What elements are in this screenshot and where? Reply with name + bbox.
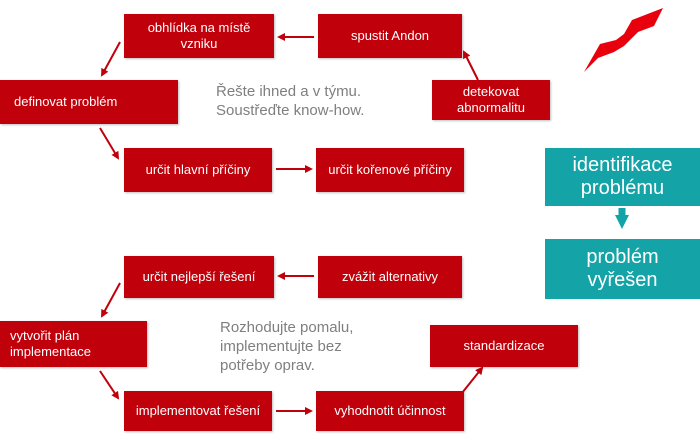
arrow-plan-to-implement <box>99 370 120 400</box>
problem-note: Řešte ihned a v týmu. Soustřeďte know-ho… <box>216 83 365 119</box>
trigger-andon-box: spustit Andon <box>318 14 462 58</box>
main-causes-box: určit hlavní příčiny <box>124 148 272 192</box>
consider-alternatives-box: zvážit alternativy <box>318 256 462 298</box>
problem-identification-box: identifikace problému <box>545 148 700 206</box>
implementation-plan-box: vytvořit plán implementace <box>0 321 147 367</box>
root-causes-box: určit kořenové příčiny <box>316 148 464 192</box>
arrow-best-to-plan <box>101 282 121 318</box>
problem-solved-box: problém vyřešen <box>545 239 700 299</box>
arrow-inspect-to-define <box>101 41 121 77</box>
lightning-bolt-icon <box>584 8 663 72</box>
evaluate-effectiveness-box: vyhodnotit účinnost <box>316 391 464 431</box>
implement-solution-box: implementovat řešení <box>124 391 272 431</box>
standardization-box: standardizace <box>430 325 578 367</box>
detect-abnormality-box: detekovat abnormalitu <box>432 80 550 120</box>
arrow-evaluate-to-standardize <box>461 366 484 394</box>
define-problem-box: definovat problém <box>0 80 178 124</box>
on-site-inspection-box: obhlídka na místě vzniku <box>124 14 274 58</box>
solution-note: Rozhodujte pomalu, implementujte bez pot… <box>220 319 354 374</box>
arrow-define-to-main-causes <box>99 127 120 160</box>
best-solution-box: určit nejlepší řešení <box>124 256 274 298</box>
arrow-detect-to-andon <box>463 50 479 81</box>
